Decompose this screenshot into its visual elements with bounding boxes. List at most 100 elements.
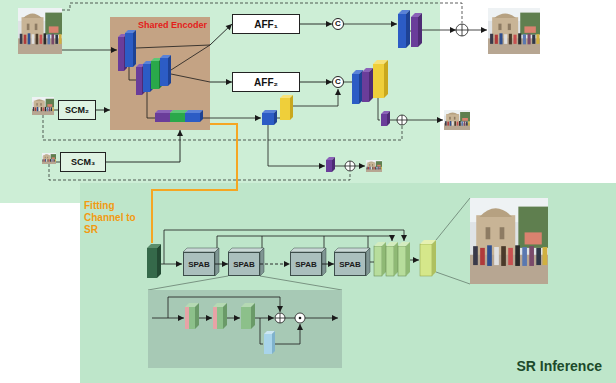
block-detail-inset bbox=[299, 317, 302, 320]
block-detail-inset bbox=[272, 331, 275, 354]
feature-blocks bbox=[332, 157, 335, 172]
feature-blocks bbox=[384, 60, 388, 98]
block-detail-inset bbox=[275, 313, 285, 323]
block-detail-inset bbox=[275, 324, 300, 344]
spab-block: SPAB bbox=[228, 252, 260, 276]
zoom-line bbox=[260, 276, 342, 290]
block-detail-inset bbox=[285, 318, 295, 319]
fitting-line bbox=[152, 183, 237, 243]
arrow-head bbox=[284, 261, 290, 267]
feature-blocks bbox=[362, 72, 369, 102]
feature-blocks bbox=[170, 113, 185, 122]
feature-blocks bbox=[420, 244, 432, 276]
node-text: SR Inference bbox=[516, 358, 602, 374]
feature-blocks bbox=[418, 13, 422, 47]
feature-blocks bbox=[183, 248, 219, 252]
feature-blocks bbox=[147, 248, 157, 278]
feature-blocks bbox=[274, 110, 277, 125]
wire bbox=[410, 260, 419, 261]
skip-dashed-line bbox=[49, 164, 350, 180]
wire bbox=[54, 110, 58, 111]
feature-blocks bbox=[394, 242, 398, 276]
wire bbox=[171, 74, 210, 82]
feature-blocks bbox=[118, 10, 436, 278]
node-text: SPAB bbox=[339, 260, 361, 269]
node-text: Shared Encoder bbox=[138, 20, 207, 30]
block-detail-inset bbox=[227, 318, 240, 319]
feature-blocks bbox=[228, 248, 264, 252]
add-symbol bbox=[345, 161, 355, 171]
connector-line bbox=[210, 124, 237, 183]
feature-blocks bbox=[290, 95, 293, 120]
zoom-line bbox=[436, 198, 470, 240]
concat-circle: C bbox=[332, 18, 344, 30]
block-detail-inset bbox=[264, 334, 272, 354]
connector-arrow bbox=[300, 21, 332, 27]
block-detail-inset bbox=[295, 313, 305, 323]
feature-blocks bbox=[334, 248, 370, 252]
wire bbox=[407, 120, 443, 121]
node-text: SPAB bbox=[295, 260, 317, 269]
spab-block: SPAB bbox=[290, 252, 322, 276]
arrow-head bbox=[326, 21, 332, 27]
feature-blocks bbox=[374, 246, 382, 276]
skip-dashed-line bbox=[43, 3, 462, 180]
concat-circle: C bbox=[332, 76, 344, 88]
node-text: SPAB bbox=[233, 260, 255, 269]
node-text: AFF₂ bbox=[254, 77, 278, 88]
feature-blocks bbox=[170, 110, 188, 113]
connector-arrow bbox=[96, 107, 110, 113]
feature-blocks bbox=[366, 248, 370, 276]
block-detail-inset bbox=[251, 303, 255, 329]
feature-blocks bbox=[168, 55, 171, 86]
node-text: SCM₃ bbox=[71, 157, 95, 167]
add-symbol bbox=[397, 115, 407, 125]
node-text: AFF₁ bbox=[254, 19, 278, 30]
add-symbol bbox=[456, 24, 468, 36]
feature-blocks bbox=[157, 244, 161, 278]
block-detail-inset bbox=[260, 318, 263, 344]
feature-blocks bbox=[118, 37, 124, 71]
zoom-line bbox=[148, 198, 470, 290]
photo-thumbnail bbox=[488, 8, 540, 54]
block-detail-inset bbox=[199, 318, 212, 319]
wire bbox=[355, 166, 365, 167]
spab-block: SPAB bbox=[334, 252, 366, 276]
wire bbox=[468, 30, 487, 31]
feature-blocks bbox=[133, 30, 136, 67]
fitting-line bbox=[152, 183, 237, 243]
connector-arrow bbox=[322, 261, 334, 267]
block-detail-inset bbox=[152, 297, 338, 344]
connector-arrow bbox=[300, 79, 332, 85]
feature-blocks bbox=[369, 68, 373, 102]
block-detail-inset bbox=[148, 290, 342, 368]
block-detail-inset bbox=[213, 307, 223, 329]
arrow-head bbox=[226, 24, 232, 30]
photo-thumbnail bbox=[18, 8, 62, 54]
block-detail-inset bbox=[213, 307, 217, 329]
wire bbox=[62, 50, 117, 51]
feature-blocks bbox=[373, 64, 384, 98]
wire bbox=[277, 118, 280, 119]
feature-blocks bbox=[280, 98, 290, 120]
feature-blocks bbox=[386, 246, 394, 276]
feature-blocks bbox=[406, 10, 410, 48]
block-detail-inset bbox=[148, 290, 342, 368]
wire bbox=[129, 67, 136, 80]
block-detail-inset bbox=[185, 307, 195, 329]
block-detail-inset bbox=[185, 307, 189, 329]
wire bbox=[344, 82, 352, 83]
arrow-head bbox=[226, 79, 232, 85]
module-box: AFF₁ bbox=[232, 14, 300, 34]
feature-blocks bbox=[262, 113, 274, 125]
feature-blocks bbox=[136, 67, 142, 95]
feature-blocks bbox=[387, 111, 390, 126]
arrow-head bbox=[328, 261, 334, 267]
node-text: SPAB bbox=[188, 260, 210, 269]
annotation-label: Fitting Channel to SR bbox=[84, 200, 146, 236]
connector-arrow bbox=[210, 24, 232, 45]
spab-block: SPAB bbox=[183, 252, 215, 276]
feature-blocks bbox=[215, 248, 219, 276]
